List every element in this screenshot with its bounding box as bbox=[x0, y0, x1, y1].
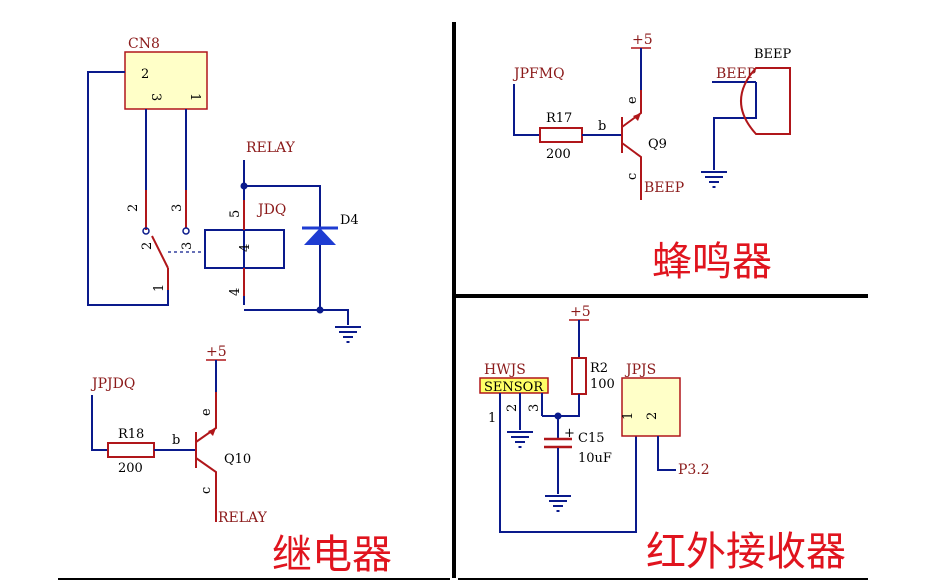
ir-section: +5 R2 100 HWJS SENSOR 1 2 3 + C15 10uF J… bbox=[479, 304, 846, 575]
panel-borders bbox=[58, 22, 868, 580]
relay-junctions bbox=[240, 182, 324, 314]
jpjs-ref: JPJS bbox=[624, 362, 656, 378]
q9-b: b bbox=[598, 119, 606, 134]
ground-symbol bbox=[544, 495, 572, 512]
c15-polarity: + bbox=[564, 426, 575, 441]
buzzer-beep: BEEP BEEP bbox=[712, 47, 792, 170]
sensor-pin-1: 1 bbox=[488, 411, 496, 426]
ir-supply-label: +5 bbox=[570, 304, 591, 320]
transistor-q9: e c Q9 bbox=[621, 90, 667, 200]
cn8-pin-1: 1 bbox=[187, 93, 202, 101]
r18-ref: R18 bbox=[118, 427, 144, 442]
cn8-ref: CN8 bbox=[128, 36, 160, 52]
sensor-label: SENSOR bbox=[484, 380, 544, 395]
jdq-pin-4: 4 bbox=[228, 288, 243, 296]
d4-ref: D4 bbox=[340, 213, 359, 228]
ground-symbol bbox=[506, 431, 534, 448]
q9-c: c bbox=[625, 173, 640, 180]
r2-value: 100 bbox=[590, 377, 615, 392]
cn8-pin-3: 3 bbox=[148, 93, 163, 101]
jpjs-pin-1: 1 bbox=[621, 412, 636, 420]
jpjs-pin-2: 2 bbox=[645, 412, 660, 420]
connector-cn8: CN8 2 3 1 bbox=[124, 36, 208, 110]
buzzer-title: 蜂鸣器 bbox=[652, 239, 772, 285]
c15-ref: C15 bbox=[578, 431, 605, 446]
ground-symbol bbox=[700, 171, 728, 188]
jdq-pin-2a: 2 bbox=[126, 204, 141, 212]
jdq-pin-5: 5 bbox=[228, 210, 243, 218]
relay-section: CN8 2 3 1 RELAY bbox=[87, 36, 392, 578]
ir-output-net: P3.2 bbox=[678, 462, 710, 478]
q10-c: c bbox=[199, 487, 214, 494]
sensor-pin-3: 3 bbox=[527, 404, 542, 412]
ground-symbol bbox=[334, 326, 362, 343]
relay-title: 继电器 bbox=[272, 532, 392, 578]
r2-ref: R2 bbox=[590, 361, 608, 376]
buzzer-input-net: JPFMQ bbox=[512, 66, 565, 82]
sensor-pin-2: 2 bbox=[505, 404, 520, 412]
q10-ref: Q10 bbox=[224, 452, 251, 467]
r18-value: 200 bbox=[118, 461, 143, 476]
jumper-jpjs: JPJS 1 2 bbox=[621, 362, 681, 437]
beep-net-label: BEEP bbox=[716, 66, 756, 82]
capacitor-c15: + C15 10uF bbox=[544, 426, 612, 466]
r17-value: 200 bbox=[546, 147, 571, 162]
relay-input-net: JPJDQ bbox=[90, 376, 135, 392]
buzzer-section: +5 JPFMQ R17 200 b e c Q9 BEEP BEEP BEEP… bbox=[512, 32, 792, 285]
buzzer-supply-label: +5 bbox=[632, 32, 653, 48]
jdq-pin-2b: 2 bbox=[140, 242, 155, 250]
jdq-pin-1: 1 bbox=[152, 284, 167, 292]
q10-e: e bbox=[199, 408, 214, 416]
relay-jdq: JDQ 2 3 5 2 3 4 1 4 bbox=[126, 190, 286, 296]
relay-supply-label: +5 bbox=[206, 344, 227, 360]
q9-ref: Q9 bbox=[648, 137, 667, 152]
diode-d4: D4 bbox=[302, 213, 359, 245]
buzzer-collector-net: BEEP bbox=[644, 180, 684, 196]
jdq-pin-3b: 3 bbox=[180, 242, 195, 250]
cn8-pin-2: 2 bbox=[141, 67, 149, 82]
relay-wires bbox=[87, 71, 349, 325]
relay-net-label: RELAY bbox=[246, 140, 296, 156]
relay-driver: +5 JPJDQ R18 200 b e c Q10 RELAY bbox=[90, 344, 268, 526]
jdq-ref: JDQ bbox=[256, 202, 286, 218]
q10-b: b bbox=[172, 433, 180, 448]
r17-ref: R17 bbox=[546, 111, 572, 126]
relay-collector-net: RELAY bbox=[218, 510, 268, 526]
q9-e: e bbox=[625, 96, 640, 104]
beep-ref: BEEP bbox=[754, 47, 792, 62]
jdq-pin-3a: 3 bbox=[170, 204, 185, 212]
jdq-coil-4: 4 bbox=[238, 244, 253, 252]
c15-value: 10uF bbox=[578, 451, 612, 466]
ir-title: 红外接收器 bbox=[646, 529, 846, 575]
hwjs-ref: HWJS bbox=[484, 362, 526, 378]
